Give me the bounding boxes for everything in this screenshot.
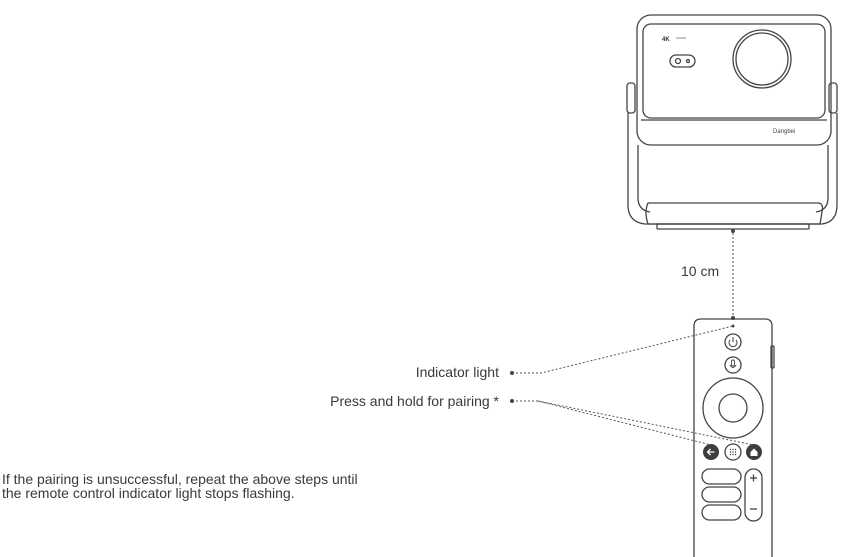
indicator-leader-dot (510, 371, 514, 375)
pairing-note: If the pairing is unsuccessful, repeat t… (2, 472, 358, 500)
projector-stand (627, 113, 838, 225)
apps-grid-icon[interactable] (724, 443, 742, 461)
distance-top-dot (731, 229, 735, 233)
pill-button-1[interactable] (701, 468, 742, 485)
projector-head (636, 14, 832, 146)
callout-lines (512, 325, 755, 446)
pairing-label: Press and hold for pairing * (330, 393, 499, 409)
remote-control (693, 318, 775, 557)
projector-lens-outer (732, 29, 792, 89)
pairing-leader-back (512, 400, 712, 446)
remote-indicator-light (731, 324, 735, 328)
pairing-leader-dot (510, 399, 514, 403)
microphone-icon[interactable] (724, 356, 742, 374)
projector-right-hinge (828, 82, 838, 114)
indicator-light-label: Indicator light (415, 364, 499, 380)
projector-badge: 4K (662, 37, 670, 43)
pairing-leader-home (537, 400, 755, 446)
dpad-ring[interactable] (702, 377, 764, 439)
remote-body (693, 318, 773, 557)
apps-grid-dots (729, 448, 737, 456)
projector-front-panel (642, 23, 826, 119)
ok-button[interactable] (718, 393, 748, 423)
projector-brand: Dangbei (773, 129, 795, 135)
volume-rocker[interactable] (744, 468, 763, 522)
projector-base (645, 202, 824, 225)
pairing-note-line-2: the remote control indicator light stops… (2, 485, 295, 501)
pill-button-2[interactable] (701, 486, 742, 503)
indicator-leader (512, 325, 734, 374)
remote-side-button (770, 345, 775, 369)
projector-lens-inner (735, 32, 789, 86)
projector-left-hinge (626, 82, 636, 114)
projector-sensor (669, 54, 696, 68)
distance-label: 10 cm (681, 263, 720, 279)
pairing-note-line-1: If the pairing is unsuccessful, repeat t… (2, 471, 358, 487)
pill-button-3[interactable] (701, 504, 742, 521)
power-icon[interactable] (724, 333, 742, 351)
projector (626, 14, 838, 230)
